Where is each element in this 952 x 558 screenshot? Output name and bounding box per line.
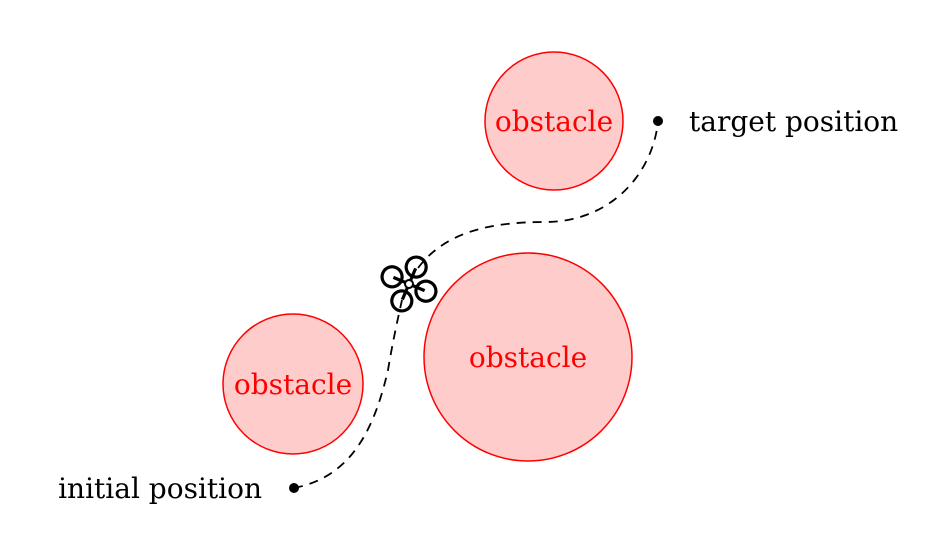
obstacle-large-label: obstacle [469, 341, 587, 374]
obstacle-large: obstacle [423, 252, 633, 462]
trajectory-path-upper [417, 121, 659, 269]
obstacle-left: obstacle [222, 313, 364, 455]
initial-position-label: initial position [58, 472, 262, 505]
obstacle-top-label: obstacle [495, 105, 613, 138]
obstacle-top: obstacle [484, 51, 624, 191]
target-position-point [653, 116, 663, 126]
quadcopter-icon [380, 255, 438, 313]
obstacle-left-label: obstacle [234, 368, 352, 401]
trajectory-path-lower [293, 299, 403, 489]
obstacle-top-circle [484, 51, 624, 191]
initial-position-point [289, 483, 299, 493]
target-position-label: target position [689, 105, 898, 138]
obstacle-large-circle [423, 252, 633, 462]
obstacle-left-circle [222, 313, 364, 455]
